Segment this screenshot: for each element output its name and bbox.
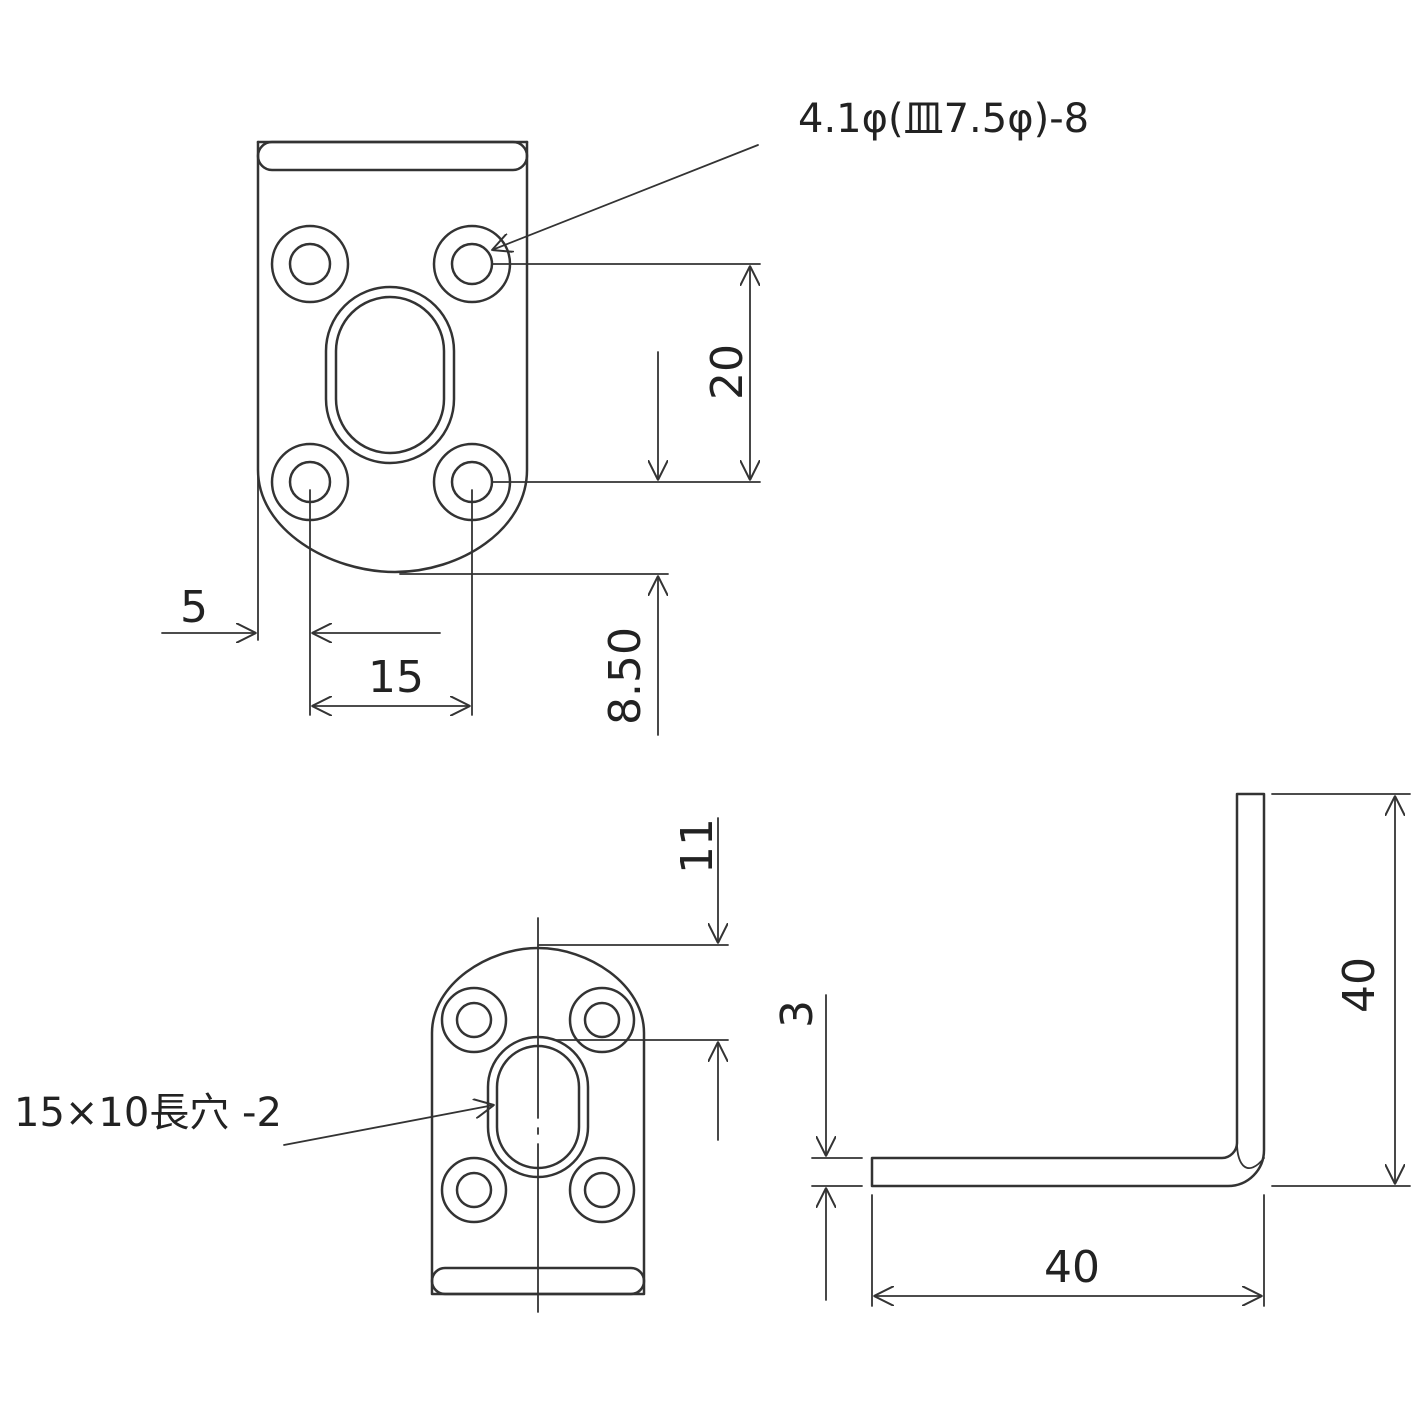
hole-note-leader: 4.1φ(皿7.5φ)-8 [492, 96, 1089, 250]
dim-label-15: 15 [368, 652, 424, 703]
dim-thickness: 3 [772, 994, 863, 1301]
dim-hole-spacing-horizontal: 15 [311, 489, 473, 715]
side-view-profile [870, 792, 1266, 1188]
dim-edge-offset: 5 [161, 469, 441, 716]
front-hole-bottom-right [568, 1156, 636, 1224]
front-view-plate [430, 917, 646, 1313]
plate-outline [256, 140, 529, 574]
dim-label-length-40: 40 [1044, 1242, 1100, 1293]
bend-line-band [256, 140, 529, 172]
l-profile-outline [870, 792, 1266, 1188]
slot-note-leader: 15×10長穴 -2 [14, 1090, 494, 1146]
dim-label-height-40: 40 [1334, 957, 1385, 1013]
dim-label-20: 20 [702, 344, 753, 400]
oval-slot [324, 285, 456, 465]
dim-length: 40 [871, 1194, 1265, 1307]
dim-height: 40 [1271, 793, 1411, 1187]
front-hole-top-left [440, 986, 508, 1054]
dim-label-3: 3 [772, 1000, 823, 1028]
front-hole-top-right [568, 986, 636, 1054]
dim-hole-spacing-vertical: 20 [491, 263, 761, 483]
countersunk-hole-top-left [270, 224, 350, 304]
dim-hole-to-edge: 8.50 [399, 351, 669, 736]
dim-label-8-50: 8.50 [600, 627, 651, 725]
hole-note: 4.1φ(皿7.5φ)-8 [798, 96, 1089, 142]
bend-fillet [1236, 1142, 1265, 1170]
dim-slot-offset: 11 [537, 817, 729, 1141]
front-hole-bottom-left [440, 1156, 508, 1224]
dim-label-11: 11 [672, 818, 723, 874]
top-view-plate [256, 140, 529, 574]
slot-note: 15×10長穴 -2 [14, 1090, 282, 1136]
dim-label-5: 5 [180, 582, 208, 633]
